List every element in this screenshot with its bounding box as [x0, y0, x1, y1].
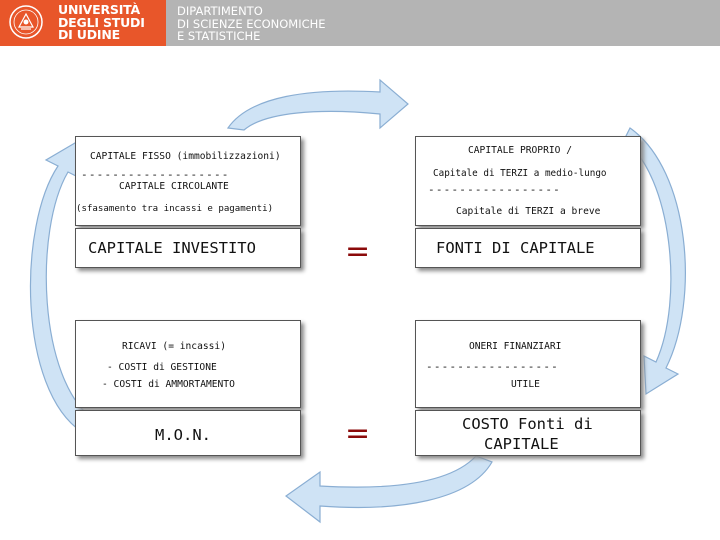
bottom-right-separator: ----------------- [426, 360, 559, 373]
costo-fonti-box: COSTO Fonti di CAPITALE [415, 410, 641, 456]
ricavi-text: RICAVI (= incassi) [122, 341, 226, 352]
department-line-3: E STATISTICHE [177, 29, 261, 43]
top-curved-arrow [226, 78, 409, 131]
mon-box: M.O.N. [75, 410, 301, 456]
capitale-terzi-breve-text: Capitale di TERZI a breve [456, 206, 601, 217]
fonti-di-capitale-label: FONTI DI CAPITALE [436, 239, 595, 257]
header-banner: UNIVERSITÀ DEGLI STUDI DI UDINE DIPARTIM… [0, 0, 720, 46]
conto-economico-box: RICAVI (= incassi) - COSTI di GESTIONE -… [75, 320, 301, 408]
university-seal-icon [9, 5, 43, 39]
university-line-2: DEGLI STUDI [58, 14, 145, 30]
department-line-2: DI SCIENZE ECONOMICHE [177, 16, 326, 31]
oneri-finanziari-text: ONERI FINANZIARI [469, 341, 562, 352]
department-name: DIPARTIMENTO DI SCIENZE ECONOMICHE E STA… [177, 5, 326, 43]
costo-fonti-line-1: COSTO Fonti di [462, 415, 593, 433]
capitale-proprio-text: CAPITALE PROPRIO / [468, 145, 572, 156]
equals-sign-bottom: = [345, 416, 371, 451]
costi-ammortamento-text: - COSTI di AMMORTAMENTO [102, 379, 235, 390]
capitale-fisso-text: CAPITALE FISSO (immobilizzazioni) [90, 151, 281, 162]
mon-label: M.O.N. [155, 426, 211, 444]
university-line-3: DI UDINE [58, 27, 120, 43]
university-name: UNIVERSITÀ DEGLI STUDI DI UDINE [58, 2, 145, 43]
utile-text: UTILE [511, 379, 540, 390]
right-curved-arrow [623, 127, 686, 396]
costi-gestione-text: - COSTI di GESTIONE [107, 362, 217, 373]
fonti-capitale-detail-box: CAPITALE PROPRIO / Capitale di TERZI a m… [415, 136, 641, 226]
university-brand: UNIVERSITÀ DEGLI STUDI DI UDINE [0, 0, 166, 46]
department-line-1: DIPARTIMENTO [177, 4, 263, 18]
capitale-investito-box: CAPITALE INVESTITO [75, 228, 301, 268]
university-line-1: UNIVERSITÀ [58, 2, 140, 17]
oneri-utile-box: ONERI FINANZIARI ----------------- UTILE [415, 320, 641, 408]
department-banner: DIPARTIMENTO DI SCIENZE ECONOMICHE E STA… [166, 0, 720, 46]
bottom-curved-arrow [284, 455, 493, 524]
equals-sign-top: = [345, 234, 371, 269]
fonti-di-capitale-box: FONTI DI CAPITALE [415, 228, 641, 268]
capitale-circolante-text: CAPITALE CIRCOLANTE [119, 181, 229, 192]
top-left-separator: ------------------- [81, 168, 230, 181]
capitale-investito-detail-box: CAPITALE FISSO (immobilizzazioni) ------… [75, 136, 301, 226]
capitale-investito-label: CAPITALE INVESTITO [88, 239, 256, 257]
sfasamento-text: (sfasamento tra incassi e pagamenti) [76, 204, 274, 214]
costo-fonti-line-2: CAPITALE [484, 435, 559, 453]
top-right-separator: ----------------- [428, 183, 561, 196]
capitale-terzi-medio-lungo-text: Capitale di TERZI a medio-lungo [433, 168, 607, 179]
